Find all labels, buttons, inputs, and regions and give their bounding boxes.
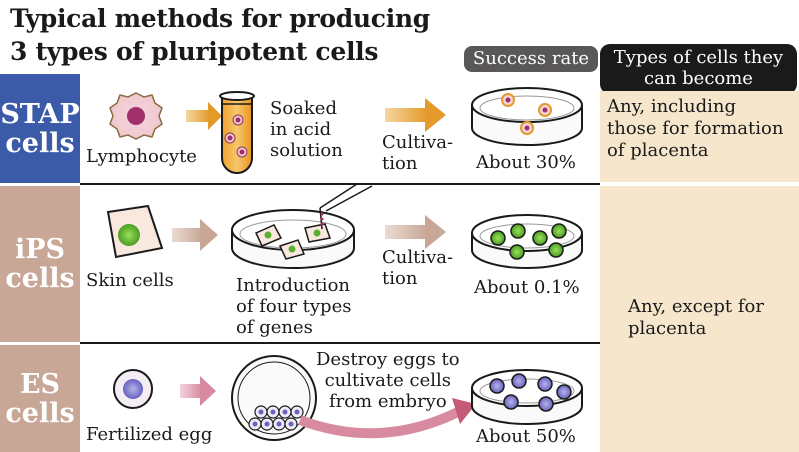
stap-process-line-3: solution xyxy=(270,140,343,161)
stap-process-line-1: Soaked xyxy=(270,98,337,119)
stap-label-line-1: STAP xyxy=(0,99,80,130)
stap-label-line-2: cells xyxy=(5,128,75,159)
es-process-label: Destroy eggs to cultivate cells from emb… xyxy=(316,349,460,412)
stap-types-text: Any, including those for formation of pl… xyxy=(607,96,783,162)
stap-cultivation-line-2: tion xyxy=(382,153,418,174)
ips-arrow-1 xyxy=(172,219,218,251)
types-header-line-2: can become xyxy=(644,68,753,89)
title-line-2: 3 types of pluripotent cells xyxy=(10,37,379,66)
ips-cultivation-label: Cultiva- tion xyxy=(382,247,453,289)
ips-arrow-2 xyxy=(385,215,446,249)
es-process-line-2: cultivate cells xyxy=(324,370,452,391)
es-colony-dish-icon xyxy=(471,369,583,425)
diagram-title: Typical methods for producing 3 types of… xyxy=(10,2,430,68)
stap-process-line-2: in acid xyxy=(270,119,332,140)
ips-es-types-line-1: Any, except for xyxy=(628,296,764,317)
ips-petri-dish-icon xyxy=(231,209,355,269)
ips-cultivation-line-2: tion xyxy=(382,268,418,289)
types-header-line-1: Types of cells they xyxy=(613,47,784,68)
ips-source-label: Skin cells xyxy=(86,270,174,291)
lymphocyte-icon xyxy=(109,92,163,140)
ips-process-label: Introduction of four types of genes xyxy=(236,275,351,338)
stap-types-cell xyxy=(600,91,799,182)
es-arrow-1 xyxy=(180,376,216,406)
fertilized-egg-icon xyxy=(113,369,153,409)
es-success-rate: About 50% xyxy=(476,426,576,447)
title-line-1: Typical methods for producing xyxy=(10,4,430,33)
ips-cultivation-line-1: Cultiva- xyxy=(382,247,454,268)
ips-es-types-text: Any, except for placenta xyxy=(628,296,764,340)
stap-types-line-2: those for formation xyxy=(607,118,784,139)
stap-cultivation-label: Cultiva- tion xyxy=(382,132,453,174)
skin-cell-icon xyxy=(106,204,164,259)
es-process-line-1: Destroy eggs to xyxy=(316,349,460,370)
es-curved-arrow xyxy=(298,398,476,439)
stap-process-label: Soaked in acid solution xyxy=(270,98,343,161)
stap-source-label: Lymphocyte xyxy=(86,146,197,167)
stap-cultivation-line-1: Cultiva- xyxy=(382,132,454,153)
ips-process-line-1: Introduction xyxy=(236,275,350,296)
injection-pipette-icon xyxy=(319,183,373,230)
success-rate-header: Success rate xyxy=(464,46,598,72)
ips-success-rate: About 0.1% xyxy=(474,277,580,298)
stap-types-line-1: Any, including xyxy=(607,96,736,117)
es-label-line-1: ES xyxy=(19,368,61,400)
stap-success-rate: About 30% xyxy=(476,152,576,173)
ips-label-line-1: iPS xyxy=(14,234,66,265)
ips-process-line-2: of four types xyxy=(236,296,352,317)
es-process-line-3: from embryo xyxy=(328,391,447,412)
embryo-icon xyxy=(231,355,317,441)
ips-colony-dish-icon xyxy=(471,214,583,269)
ips-label-line-2: cells xyxy=(5,263,75,294)
es-label-line-2: cells xyxy=(5,397,75,429)
ips-es-types-line-2: placenta xyxy=(628,318,707,339)
test-tube-icon xyxy=(219,91,255,174)
ips-es-types-cell xyxy=(600,186,799,452)
es-source-label: Fertilized egg xyxy=(86,424,213,445)
stap-petri-dish-icon xyxy=(471,87,583,146)
stap-types-line-3: of placenta xyxy=(607,140,709,161)
ips-process-line-3: of genes xyxy=(236,317,313,338)
stap-arrow-2 xyxy=(385,98,446,132)
types-header: Types of cells they can become xyxy=(600,44,797,94)
stap-arrow-1 xyxy=(186,102,222,130)
